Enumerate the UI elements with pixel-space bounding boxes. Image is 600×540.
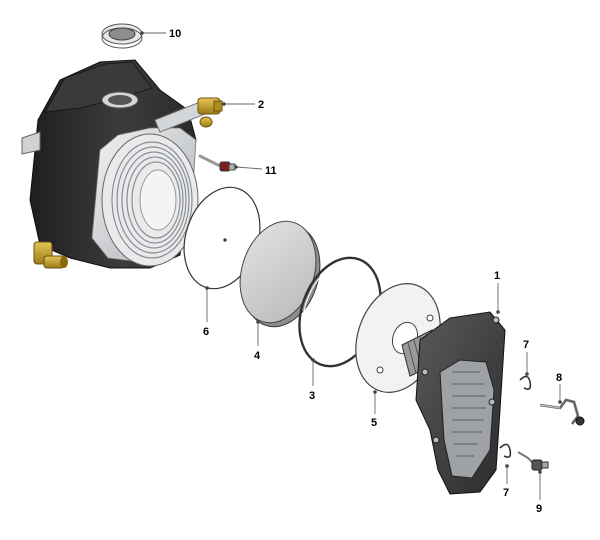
callout-2: 2: [258, 99, 264, 111]
part-7-clip-lower: [499, 443, 512, 458]
callout-8: 8: [556, 372, 562, 384]
part-2-brass-connector: [197, 97, 223, 128]
leader-dots: [140, 31, 562, 474]
part-7-clip-upper: [519, 375, 532, 390]
callout-5: 5: [371, 417, 377, 429]
part-8-electrode-bracket: [539, 398, 585, 426]
callout-11: 11: [265, 165, 277, 177]
callout-3: 3: [309, 390, 315, 402]
part-11-sensor-probe: [198, 154, 236, 172]
part-9-ignition-electrode: [517, 451, 549, 471]
part-10-seal-ring: [101, 23, 143, 49]
heat-exchanger-body: [21, 59, 211, 269]
callout-4: 4: [254, 350, 261, 362]
callout-7-upper: 7: [523, 339, 529, 351]
callout-10: 10: [169, 28, 181, 40]
callout-6: 6: [203, 326, 209, 338]
callout-labels: 10 2 11 6 4 3 5 1 7 8 7 9: [169, 28, 562, 515]
callout-1: 1: [494, 270, 500, 282]
part-1-burner-door: [401, 311, 506, 495]
leader-lines: [142, 32, 561, 500]
callout-9: 9: [536, 503, 542, 515]
callout-7-lower: 7: [503, 487, 509, 499]
